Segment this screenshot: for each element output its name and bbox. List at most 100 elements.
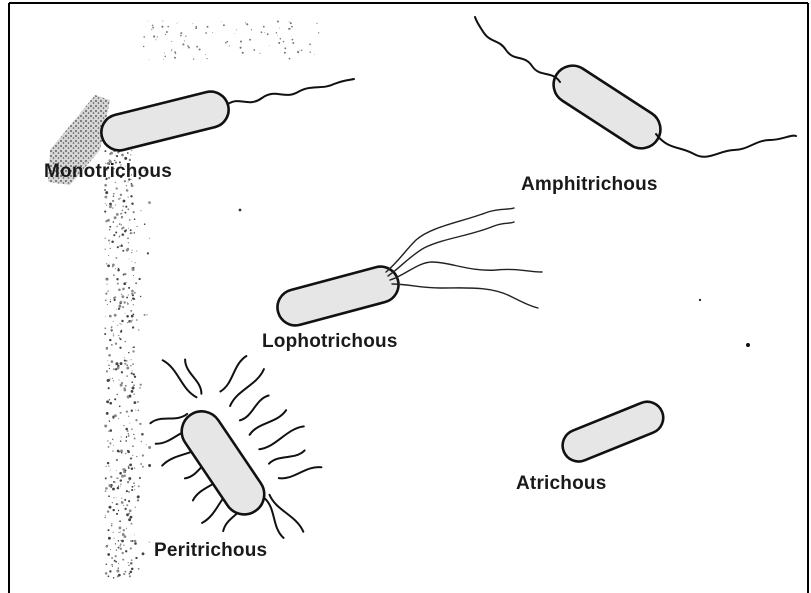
scan-speckle	[153, 35, 155, 37]
scan-speckle	[105, 517, 106, 518]
scan-speckle	[111, 564, 113, 566]
scan-speckle	[130, 310, 132, 312]
scan-speckle	[130, 229, 132, 231]
scan-speckle	[133, 394, 135, 396]
amphitrichous-bacterium	[475, 17, 796, 157]
peritrichous-flagellum	[163, 360, 197, 397]
scan-speckle	[124, 363, 126, 365]
scan-speckle	[151, 29, 152, 30]
scan-speckle	[113, 234, 115, 236]
scan-speckle	[120, 532, 121, 533]
scan-speckle	[128, 416, 129, 417]
scan-speckle	[132, 298, 134, 300]
scan-speckle	[121, 216, 123, 218]
scan-speckle	[148, 446, 151, 449]
scan-speckle	[106, 563, 108, 565]
scan-speckle	[109, 421, 110, 422]
scan-speckle	[116, 309, 117, 310]
scan-speckle	[245, 22, 246, 23]
scan-speckle	[138, 485, 140, 487]
scan-speckle	[117, 151, 119, 153]
scan-speckle	[114, 314, 117, 317]
scan-speckle	[113, 509, 115, 511]
scan-speckle	[174, 51, 176, 53]
scan-speckle	[131, 203, 133, 205]
scan-speckle	[226, 41, 228, 43]
monotrichous-cell-body	[98, 88, 233, 154]
scan-speckle	[112, 450, 113, 451]
lophotrichous-bacterium	[273, 208, 542, 329]
scan-speckle	[121, 213, 123, 215]
scan-speckle	[128, 436, 130, 438]
label-atrichous: Atrichous	[516, 473, 606, 494]
scan-speckle	[116, 155, 118, 157]
label-peritrichous: Peritrichous	[154, 540, 267, 561]
scan-speckle	[120, 543, 122, 545]
scan-speckle	[212, 32, 213, 33]
scan-speckle	[104, 327, 106, 329]
scan-speckle	[108, 431, 109, 432]
scan-speckle	[131, 184, 134, 187]
scan-speckle	[134, 489, 135, 490]
scan-speckle	[139, 477, 141, 479]
scan-speckle	[123, 573, 125, 575]
scan-speckle	[109, 570, 111, 572]
scan-speckle	[113, 321, 114, 322]
scan-speckle	[223, 24, 225, 26]
scan-speckle	[130, 154, 131, 155]
scan-speckle	[130, 195, 132, 197]
scan-speckle	[135, 419, 137, 421]
scan-speckle	[142, 552, 145, 555]
scan-speckle	[119, 223, 121, 225]
scan-speckle	[206, 58, 207, 59]
scan-speckle	[125, 440, 127, 442]
scan-speckle	[128, 434, 129, 435]
scan-speckle	[108, 484, 111, 487]
scan-speckle	[121, 294, 122, 295]
scan-speckle	[277, 35, 278, 36]
scan-speckle	[246, 23, 248, 25]
scan-speckle	[199, 48, 201, 50]
scan-speckle	[113, 333, 114, 334]
scan-speckle	[121, 371, 123, 373]
scan-speckle	[107, 290, 108, 291]
scan-speckle	[126, 282, 127, 283]
scan-speckle	[135, 410, 136, 411]
scan-speckle	[240, 40, 242, 42]
scan-speckle	[126, 364, 127, 365]
scan-speckle	[128, 242, 129, 243]
scan-speckle	[134, 468, 135, 469]
scan-speckle	[112, 502, 113, 503]
scan-speckle	[105, 487, 108, 490]
scan-speckle	[120, 384, 123, 387]
scan-speckle	[119, 347, 121, 349]
scan-speckle	[292, 42, 294, 44]
scan-speckle	[128, 562, 129, 563]
scan-speckle	[113, 335, 114, 336]
peritrichous-flagellum	[270, 495, 304, 532]
scan-speckle	[128, 512, 130, 514]
scan-speckle	[115, 231, 117, 233]
scan-speckle	[140, 463, 142, 465]
scan-speckle	[139, 387, 140, 388]
label-lophotrichous: Lophotrichous	[262, 331, 398, 352]
scan-speckle	[318, 32, 319, 33]
scan-speckle	[316, 23, 317, 24]
scan-speckle	[129, 423, 130, 424]
lophotrichous-flagellum-3	[390, 262, 542, 280]
scan-speckle	[127, 237, 129, 239]
scan-speckle	[116, 570, 119, 573]
scan-speckle	[110, 301, 112, 303]
scan-speckle	[133, 346, 135, 348]
scan-speckle	[122, 559, 124, 561]
scan-speckle	[133, 304, 134, 305]
scan-speckle	[124, 508, 126, 510]
scan-speckle	[292, 39, 294, 41]
scan-speckle	[116, 226, 118, 228]
scan-speckle	[128, 228, 129, 229]
scan-speckle	[134, 232, 136, 234]
scan-speckle	[111, 360, 114, 363]
scan-speckle	[161, 26, 163, 28]
scan-speckle	[115, 155, 116, 156]
scan-speckle	[146, 314, 147, 315]
